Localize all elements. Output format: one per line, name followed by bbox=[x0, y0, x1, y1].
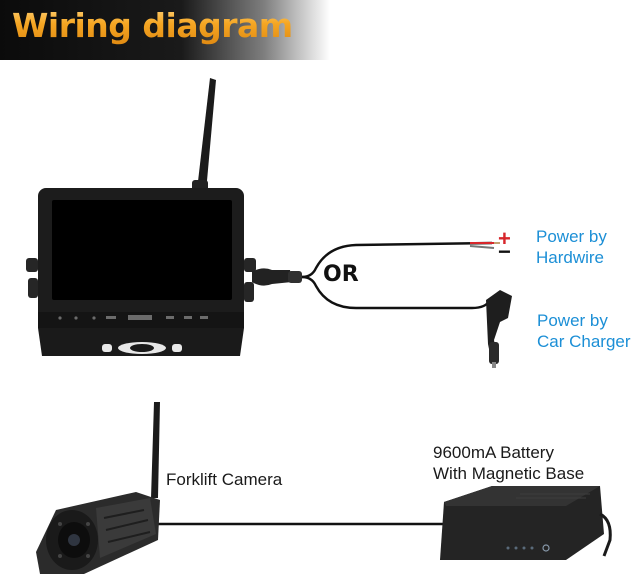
or-label: OR bbox=[323, 262, 359, 287]
positive-terminal-label: + bbox=[498, 226, 511, 251]
forklift-camera bbox=[36, 492, 160, 574]
power-cables bbox=[301, 241, 493, 310]
car-charger-plug bbox=[486, 290, 512, 368]
monitor bbox=[26, 188, 256, 356]
monitor-power-plug bbox=[252, 268, 302, 286]
battery-label-line2: With Magnetic Base bbox=[433, 464, 585, 483]
monitor-antenna bbox=[192, 78, 216, 192]
negative-terminal-label: − bbox=[498, 239, 511, 264]
camera-label: Forklift Camera bbox=[166, 470, 283, 489]
hardwire-label-line1: Power by bbox=[536, 227, 607, 246]
page-title: Wiring diagram bbox=[12, 6, 293, 45]
battery-label-line1: 9600mA Battery bbox=[433, 443, 554, 462]
hardwire-label-line2: Hardwire bbox=[536, 248, 605, 267]
battery-box bbox=[440, 486, 612, 560]
title-banner: Wiring diagram bbox=[0, 0, 330, 60]
charger-label-line2: Car Charger bbox=[537, 332, 631, 351]
camera-antenna bbox=[151, 402, 160, 498]
hardwire-ends bbox=[469, 242, 500, 249]
charger-label-line1: Power by bbox=[537, 311, 608, 330]
